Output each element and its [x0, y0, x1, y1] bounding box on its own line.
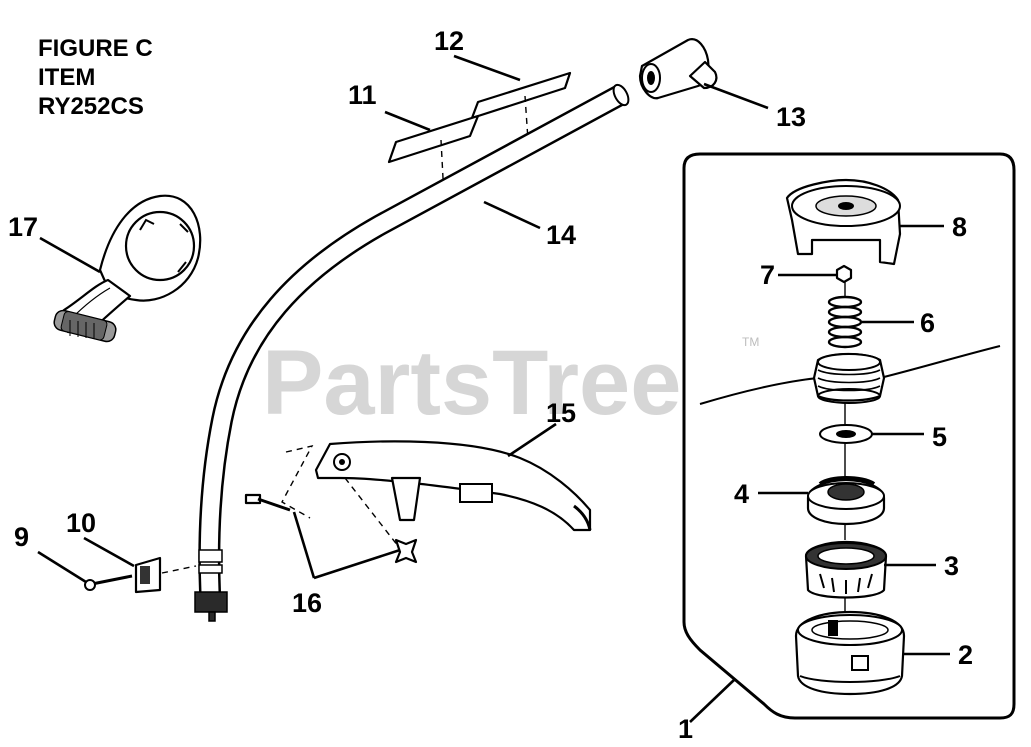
part-12-label[interactable] [470, 71, 572, 120]
part-13-coupler[interactable] [638, 38, 718, 100]
callout-5: 5 [932, 422, 947, 452]
callout-12: 12 [434, 26, 464, 56]
part-3-housing[interactable] [804, 540, 888, 599]
callout-16: 16 [292, 588, 322, 618]
callout-2: 2 [958, 640, 973, 670]
figure-model-number: RY252CS [38, 93, 144, 120]
figure-title: FIGURE C [38, 35, 153, 62]
watermark-text: PartsTree [262, 332, 681, 434]
part-10-clamp[interactable] [134, 556, 162, 594]
wingnut-guide-line [344, 477, 399, 547]
callout-6: 6 [920, 308, 935, 338]
part-11-label[interactable] [387, 114, 480, 164]
part-9-screw[interactable] [84, 574, 133, 591]
part-17-handle[interactable] [53, 194, 202, 344]
callout-15: 15 [546, 398, 576, 428]
part-2-outer-housing[interactable] [794, 610, 906, 696]
leader-lines [37, 54, 950, 723]
watermark-trademark: TM [742, 335, 759, 349]
guard-guide-line [281, 444, 314, 519]
callout-10: 10 [66, 508, 96, 538]
callout-11: 11 [348, 80, 377, 110]
figure-heading: FIGURE C ITEM RY252CS [38, 34, 153, 121]
callout-1: 1 [678, 714, 693, 744]
trimmer-line-spool[interactable] [699, 345, 1001, 405]
callout-3: 3 [944, 551, 959, 581]
part-8-cover[interactable] [785, 178, 902, 266]
part-14-shaft[interactable] [194, 82, 631, 622]
callout-17: 17 [8, 212, 38, 242]
clamp-guide-line [161, 565, 197, 574]
callout-14: 14 [546, 220, 576, 250]
part-5-washer[interactable] [819, 424, 873, 444]
part-15-guard[interactable] [314, 440, 592, 532]
part-16-bolt[interactable] [244, 493, 291, 512]
part-1-assembly-boundary[interactable] [682, 152, 1016, 720]
callout-8: 8 [952, 212, 967, 242]
callout-4: 4 [734, 479, 749, 509]
figure-item-label: ITEM [38, 64, 96, 91]
part-4-hub[interactable] [806, 476, 886, 526]
callout-13: 13 [776, 102, 806, 132]
part-6-spring[interactable] [827, 295, 863, 349]
part-16-wing-nut[interactable] [394, 538, 418, 564]
callout-9: 9 [14, 522, 29, 552]
callout-7: 7 [760, 260, 775, 290]
part-7-nut[interactable] [835, 264, 853, 284]
